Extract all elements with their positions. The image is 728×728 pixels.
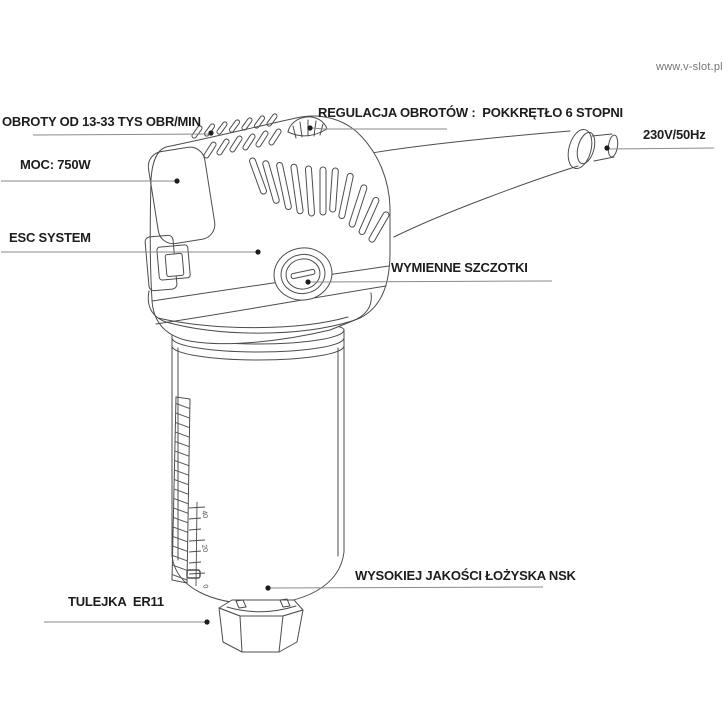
power-cord bbox=[371, 128, 619, 238]
callout-power: MOC: 750W bbox=[20, 157, 91, 172]
vent-slots-dome bbox=[249, 157, 339, 217]
callout-collet: TULEJKA ER11 bbox=[68, 594, 164, 609]
callout-speed-range: OBROTY OD 13-33 TYS OBR/MIN bbox=[2, 114, 201, 129]
depth-scale: 40 20 0 bbox=[186, 501, 209, 589]
callout-esc-system: ESC SYSTEM bbox=[9, 230, 91, 245]
callout-bearings: WYSOKIEJ JAKOŚCI ŁOŻYSKA NSK bbox=[355, 568, 576, 583]
motor-body-cylinder bbox=[171, 319, 345, 605]
vent-slots-second bbox=[203, 128, 282, 159]
motor-head bbox=[144, 113, 619, 345]
callout-voltage: 230V/50Hz bbox=[643, 127, 706, 142]
collet-nut bbox=[218, 598, 304, 653]
scale-mark-40: 40 bbox=[200, 510, 208, 519]
callout-brushes: WYMIENNE SZCZOTKI bbox=[391, 260, 528, 275]
leader-lines bbox=[1, 127, 715, 623]
website-url: www.v-slot.pl bbox=[656, 61, 723, 73]
callout-speed-control: REGULACJA OBROTÓW : POKKRĘTŁO 6 STOPNI bbox=[318, 105, 623, 120]
scale-mark-0: 0 bbox=[201, 584, 209, 589]
vent-slots-top bbox=[191, 113, 278, 139]
power-switch bbox=[144, 234, 191, 292]
depth-rack bbox=[171, 396, 191, 584]
brush-cap bbox=[273, 247, 333, 301]
scale-mark-20: 20 bbox=[200, 544, 208, 553]
leader-dots bbox=[174, 125, 610, 625]
vent-slots-side bbox=[338, 172, 390, 243]
